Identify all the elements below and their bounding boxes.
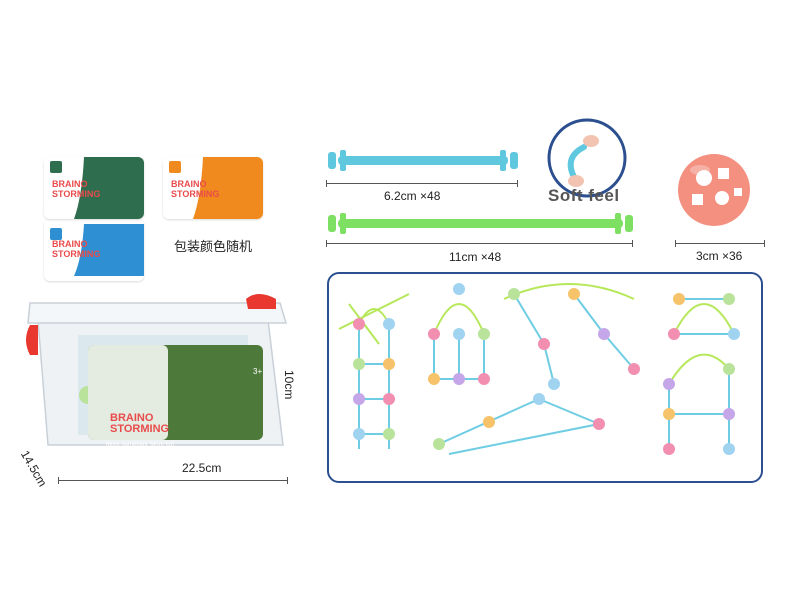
short-stick-dimension-line: [326, 180, 518, 187]
width-dimension-line: [58, 477, 288, 484]
soft-feel-text: Soft feel: [548, 186, 620, 205]
examples-panel: [327, 272, 763, 483]
soft-feel-circle: [546, 117, 628, 199]
ball-label: 3cm ×36: [696, 249, 743, 263]
box-age: 3+: [253, 367, 263, 376]
example-structures: [338, 283, 740, 455]
long-stick-dimension-line: [326, 240, 633, 247]
box-height-label: 10cm: [282, 370, 296, 400]
connector-balls: [353, 283, 740, 455]
box-tagline: More gameplay, More fun: [106, 442, 174, 448]
short-stick-label: 6.2cm ×48: [384, 189, 441, 203]
box-width-label: 22.5cm: [182, 461, 222, 475]
short-stick-image: [318, 140, 528, 180]
ball-dimension-line: [675, 240, 765, 247]
long-stick-label: 11cm ×48: [449, 250, 502, 264]
ball-image: [674, 150, 754, 230]
long-stick-image: [318, 204, 643, 244]
packaging-note: 包装颜色随机: [174, 240, 253, 255]
